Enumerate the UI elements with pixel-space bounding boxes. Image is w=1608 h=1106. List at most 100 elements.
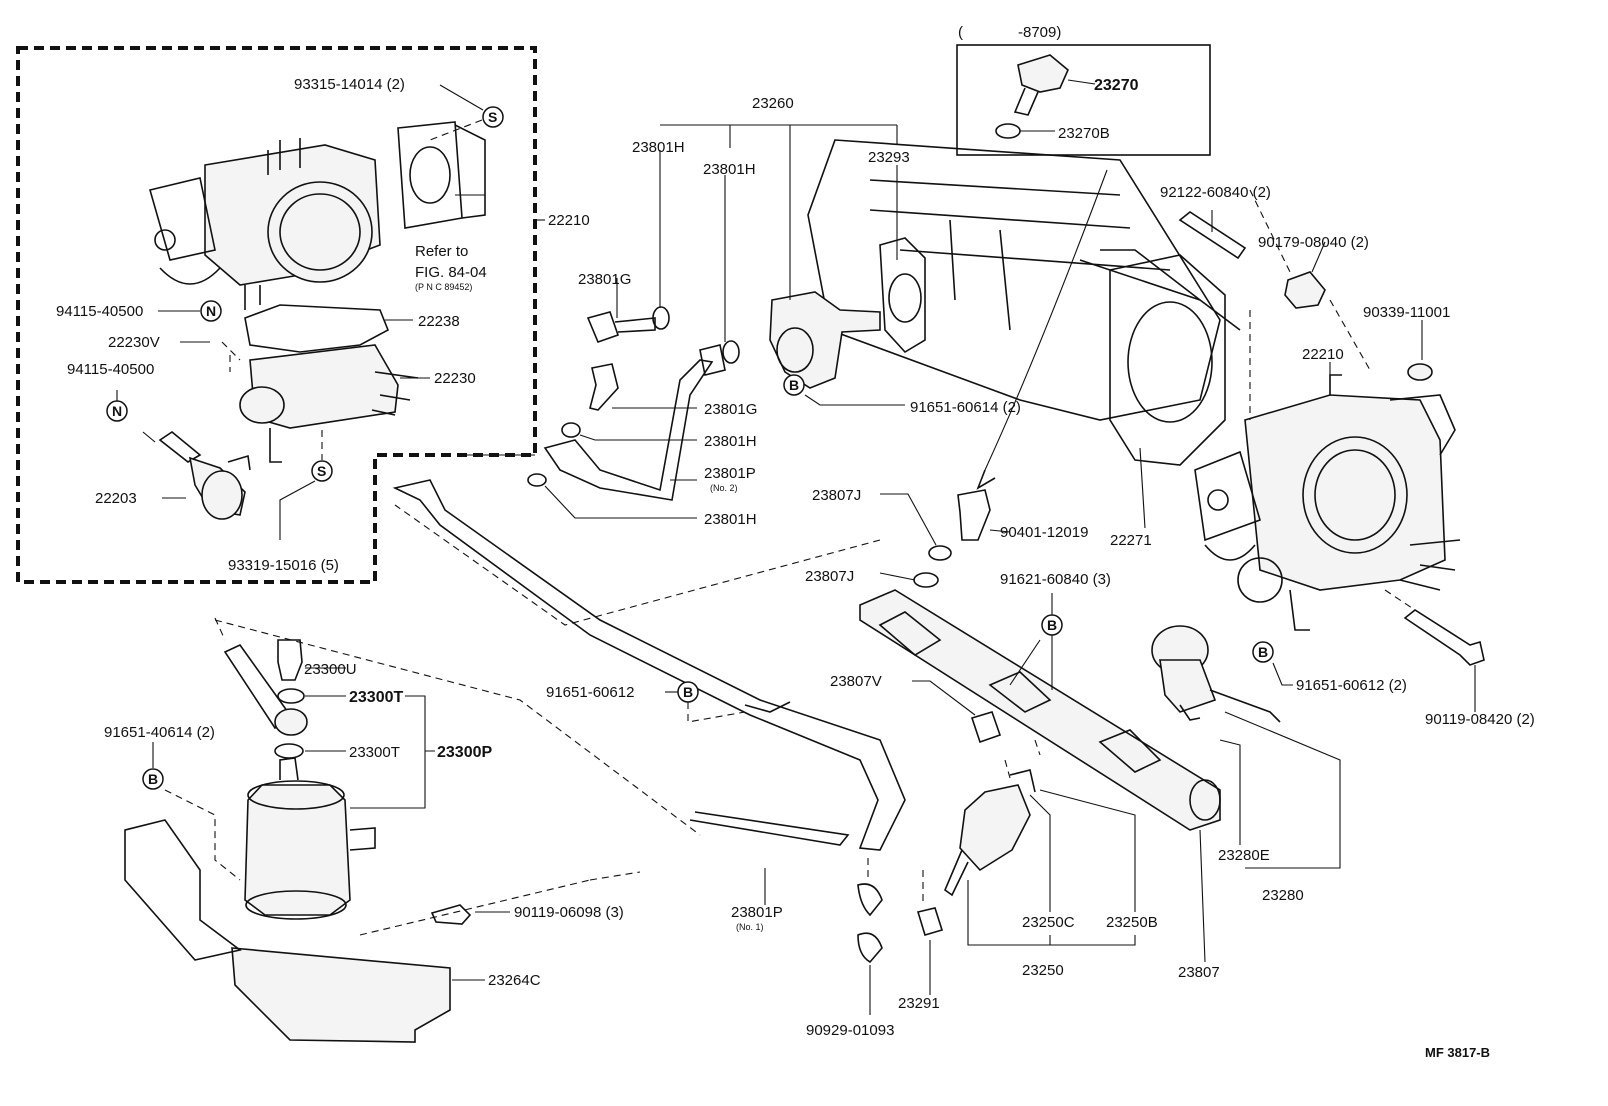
label-23270: 23270	[1094, 77, 1139, 94]
fuel-filter-23300P	[244, 757, 376, 920]
label-23270B: 23270B	[1058, 125, 1110, 142]
label-94115-a: 94115-40500	[56, 303, 143, 320]
label-23801H-3: 23801H	[704, 433, 757, 450]
label-23807J-2: 23807J	[805, 568, 854, 585]
refer-to-3: (P N C 89452)	[415, 282, 472, 292]
label-23807: 23807	[1178, 964, 1220, 981]
label-23300T-2: 23300T	[349, 744, 400, 761]
label-23807J-1: 23807J	[812, 487, 861, 504]
footer-code: MF 3817-B	[1425, 1045, 1490, 1060]
label-23260: 23260	[752, 95, 794, 112]
label-23293: 23293	[868, 149, 910, 166]
gasket-23801H-a	[652, 306, 670, 330]
label-22210-left: 22210	[548, 212, 590, 229]
label-23264C: 23264C	[488, 972, 541, 989]
symbol-b-91651-60612-right: B	[1252, 641, 1274, 663]
gasket-23807J-a	[928, 545, 952, 561]
symbol-b-91651-40614: B	[142, 768, 164, 790]
label-22203: 22203	[95, 490, 137, 507]
dashpot-22203	[158, 431, 251, 520]
label-23801P-1-sub: (No. 1)	[736, 922, 764, 932]
bolt-90119-06098	[430, 904, 472, 925]
fuel-delivery-pipe-23807	[859, 589, 1221, 831]
svg-text:N: N	[112, 403, 122, 419]
svg-text:B: B	[1047, 617, 1057, 633]
label-91651-60612-right: 91651-60612 (2)	[1296, 677, 1407, 694]
symbol-n-a: N	[200, 300, 222, 322]
nut-90179	[1284, 271, 1326, 309]
pressure-regulator-23280	[1151, 625, 1281, 723]
label-90119-08420: 90119-08420 (2)	[1425, 711, 1535, 728]
range-label: -8709)	[1018, 24, 1061, 41]
label-93315: 93315-14014 (2)	[294, 76, 405, 93]
fuel-pipe-23801P-no1	[392, 479, 906, 851]
label-22230V: 22230V	[108, 334, 160, 351]
gasket-23801H-c	[561, 422, 581, 438]
symbol-s-top: S	[482, 106, 504, 128]
label-23801P-1: 23801P	[731, 904, 783, 921]
label-23300U: 23300U	[304, 661, 357, 678]
label-22210-right: 22210	[1302, 346, 1344, 363]
cushion-23807V	[970, 711, 1002, 744]
label-90401: 90401-12019	[1000, 524, 1088, 541]
union-bolt-23300U	[277, 639, 303, 681]
cap-90339	[1407, 363, 1433, 381]
stud-92122	[1178, 211, 1247, 260]
svg-text:B: B	[148, 771, 158, 787]
gasket-23807J-b	[913, 572, 939, 588]
svg-text:B: B	[683, 684, 693, 700]
hose-fitting-23300	[223, 643, 308, 736]
label-93319: 93319-15016 (5)	[228, 557, 339, 574]
union-bolt-23801G-a	[586, 311, 656, 344]
label-92122: 92122-60840 (2)	[1160, 184, 1271, 201]
intake-plenum	[807, 139, 1241, 421]
isc-valve-22230	[239, 344, 419, 463]
symbol-b-91651-60612-mid: B	[677, 681, 699, 703]
gasket-plate-top	[397, 121, 486, 229]
gasket-23300T-b	[274, 743, 304, 759]
svg-text:B: B	[1258, 644, 1268, 660]
union-bolt-23801G-b	[589, 363, 619, 411]
label-22238: 22238	[418, 313, 460, 330]
symbol-n-b: N	[106, 400, 128, 422]
label-23250B: 23250B	[1106, 914, 1158, 931]
label-23300P: 23300P	[437, 744, 492, 761]
label-23801H-2: 23801H	[703, 161, 756, 178]
throttle-body-right	[1194, 374, 1461, 631]
label-90929: 90929-01093	[806, 1022, 894, 1039]
svg-text:B: B	[789, 377, 799, 393]
label-91621: 91621-60840 (3)	[1000, 571, 1111, 588]
inset-box	[956, 44, 1211, 156]
assembly-boundary	[16, 46, 537, 584]
label-91651-60612-mid: 91651-60612	[546, 684, 634, 701]
label-23300T-1: 23300T	[349, 689, 403, 706]
throttle-body-left	[149, 138, 381, 310]
pulsation-damper-23270	[1013, 54, 1069, 116]
svg-text:N: N	[206, 303, 216, 319]
label-90339: 90339-11001	[1363, 304, 1450, 321]
label-23801P-2-sub: (No. 2)	[710, 483, 738, 493]
o-ring-23291	[916, 907, 944, 936]
refer-to-1: Refer to	[415, 243, 468, 260]
label-23801G-1: 23801G	[578, 271, 631, 288]
symbol-b-91621: B	[1041, 614, 1063, 636]
bolt-90401-12019	[957, 489, 991, 541]
label-23801P-2: 23801P	[704, 465, 756, 482]
gasket-23801H-b	[722, 340, 740, 364]
label-23801H-4: 23801H	[704, 511, 757, 528]
gasket-23270B	[995, 123, 1021, 139]
label-94115-b: 94115-40500	[67, 361, 154, 378]
label-23801H-1: 23801H	[632, 139, 685, 156]
svg-text:S: S	[317, 463, 326, 479]
bolt-90119-08420	[1403, 609, 1485, 666]
symbol-s-mid: S	[311, 460, 333, 482]
fuel-pipe-23801P-no2	[543, 359, 714, 501]
label-22271: 22271	[1110, 532, 1152, 549]
gasket-23801H-d	[527, 473, 547, 487]
label-23801G-2: 23801G	[704, 401, 757, 418]
label-23280E: 23280E	[1218, 847, 1270, 864]
label-23280: 23280	[1262, 887, 1304, 904]
gasket-23300T-a	[277, 688, 305, 704]
label-23807V: 23807V	[830, 673, 882, 690]
